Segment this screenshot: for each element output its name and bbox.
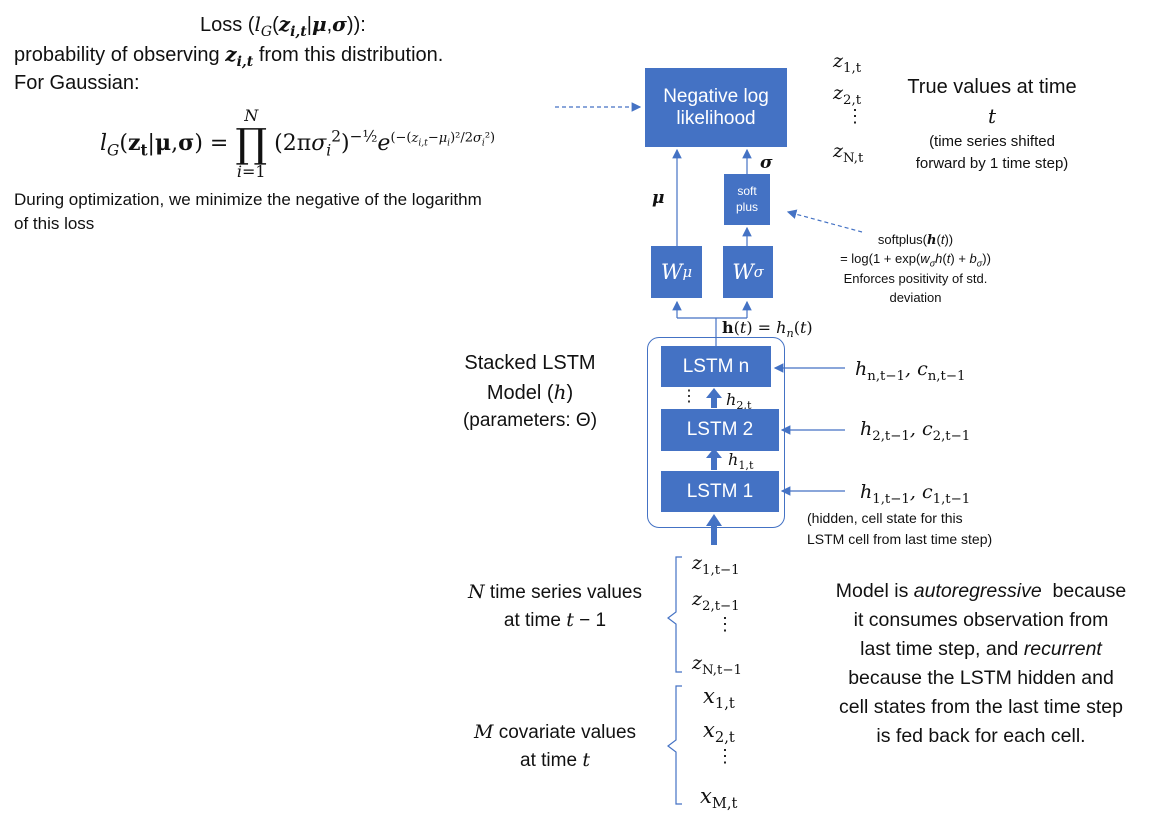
true-z1: z1,t bbox=[833, 50, 862, 76]
lstm-cell-n: LSTM n bbox=[661, 346, 771, 387]
explain-line3: last time step, and recurrent bbox=[860, 638, 1102, 660]
explain-line2: it consumes observation from bbox=[853, 609, 1109, 631]
nll-line2: likelihood bbox=[676, 107, 756, 129]
lstm-h1-label: h1,t bbox=[728, 450, 754, 473]
cov-brace bbox=[667, 685, 682, 805]
ts-label1: N time series values bbox=[468, 581, 642, 603]
lstm-title1: Stacked LSTM bbox=[464, 352, 596, 374]
cov-xM: xM,t bbox=[700, 784, 738, 813]
explain-line5: cell states from the last time step bbox=[839, 696, 1123, 718]
cov-label2: at time t bbox=[520, 749, 590, 771]
state-input-n: hn,t−1, cn,t−1 bbox=[855, 358, 966, 384]
softplus-line2: plus bbox=[735, 199, 758, 214]
nll-line1: Negative log bbox=[663, 85, 769, 107]
lstm-cell-2: LSTM 2 bbox=[661, 409, 779, 451]
loss-note-line1: During optimization, we minimize the neg… bbox=[14, 190, 482, 209]
state-input-1: h1,t−1, c1,t−1 bbox=[860, 481, 971, 507]
softplus-line1: soft bbox=[737, 183, 757, 198]
lstm-cell-1: LSTM 1 bbox=[661, 471, 779, 512]
softplus-note4: deviation bbox=[889, 290, 942, 305]
true-values-label2: t bbox=[987, 104, 997, 128]
ts-z2: z2,t−1 bbox=[692, 588, 740, 614]
softplus-box: soft plus bbox=[724, 174, 770, 225]
note-to-softplus-arrow bbox=[786, 209, 863, 233]
state-note2: LSTM cell from last time step) bbox=[807, 531, 993, 547]
cov-x1: x1,t bbox=[703, 684, 735, 713]
explain-line6: is fed back for each cell. bbox=[876, 725, 1086, 747]
nll-box: Negative log likelihood bbox=[645, 68, 787, 147]
loss-line2: For Gaussian: bbox=[14, 72, 140, 94]
h-output-label: h(t) = hn(t) bbox=[722, 318, 813, 341]
state-note1: (hidden, cell state for this bbox=[807, 510, 963, 526]
cov-label1: M covariate values bbox=[473, 721, 637, 743]
sigma-label: σ bbox=[760, 153, 773, 173]
loss-note-line2: of this loss bbox=[14, 214, 95, 233]
ts-z1: z1,t−1 bbox=[692, 552, 740, 578]
loss-title: Loss (lG(zi,t|μ,σ)): bbox=[200, 12, 366, 40]
ts-brace bbox=[667, 556, 682, 673]
explain-line1: Model is autoregressive because bbox=[835, 580, 1127, 602]
cov-dots: ⋮ bbox=[716, 746, 734, 766]
softplus-note2: = log(1 + exp(wσh(t) + bσ)) bbox=[840, 251, 991, 269]
gaussian-formula: lG(zt|μ,σ) = N ∏ i=1 (2πσi2)−½e(−(zi,t−μ… bbox=[100, 106, 496, 181]
true-zN: zN,t bbox=[833, 140, 864, 166]
lstm-between-dots: ⋮ bbox=[681, 388, 697, 405]
ts-label2: at time t − 1 bbox=[503, 609, 607, 631]
explain-line4: because the LSTM hidden and bbox=[848, 667, 1114, 689]
softplus-note3: Enforces positivity of std. bbox=[843, 271, 988, 286]
true-values-label1: True values at time bbox=[907, 76, 1077, 98]
loss-line1: probability of observing zi,t from this … bbox=[14, 42, 444, 70]
lstm-stack-container bbox=[647, 337, 785, 528]
lstm-title2: Model (h) bbox=[486, 380, 574, 404]
true-values-sub2: forward by 1 time step) bbox=[915, 155, 1069, 172]
mu-label: μ bbox=[652, 188, 665, 208]
lstm-h2-label: h2,t bbox=[726, 390, 752, 413]
softplus-note1: softplus(h(t)) bbox=[877, 232, 954, 248]
true-values-sub1: (time series shifted bbox=[929, 133, 1055, 150]
ts-zN: zN,t−1 bbox=[692, 652, 742, 678]
true-z2: z2,t bbox=[833, 82, 862, 108]
true-dots: ⋮ bbox=[846, 106, 864, 126]
cov-x2: x2,t bbox=[703, 718, 735, 747]
lstm-title3: (parameters: Θ) bbox=[462, 410, 598, 431]
state-input-2: h2,t−1, c2,t−1 bbox=[860, 418, 971, 444]
ts-dots: ⋮ bbox=[716, 614, 734, 634]
